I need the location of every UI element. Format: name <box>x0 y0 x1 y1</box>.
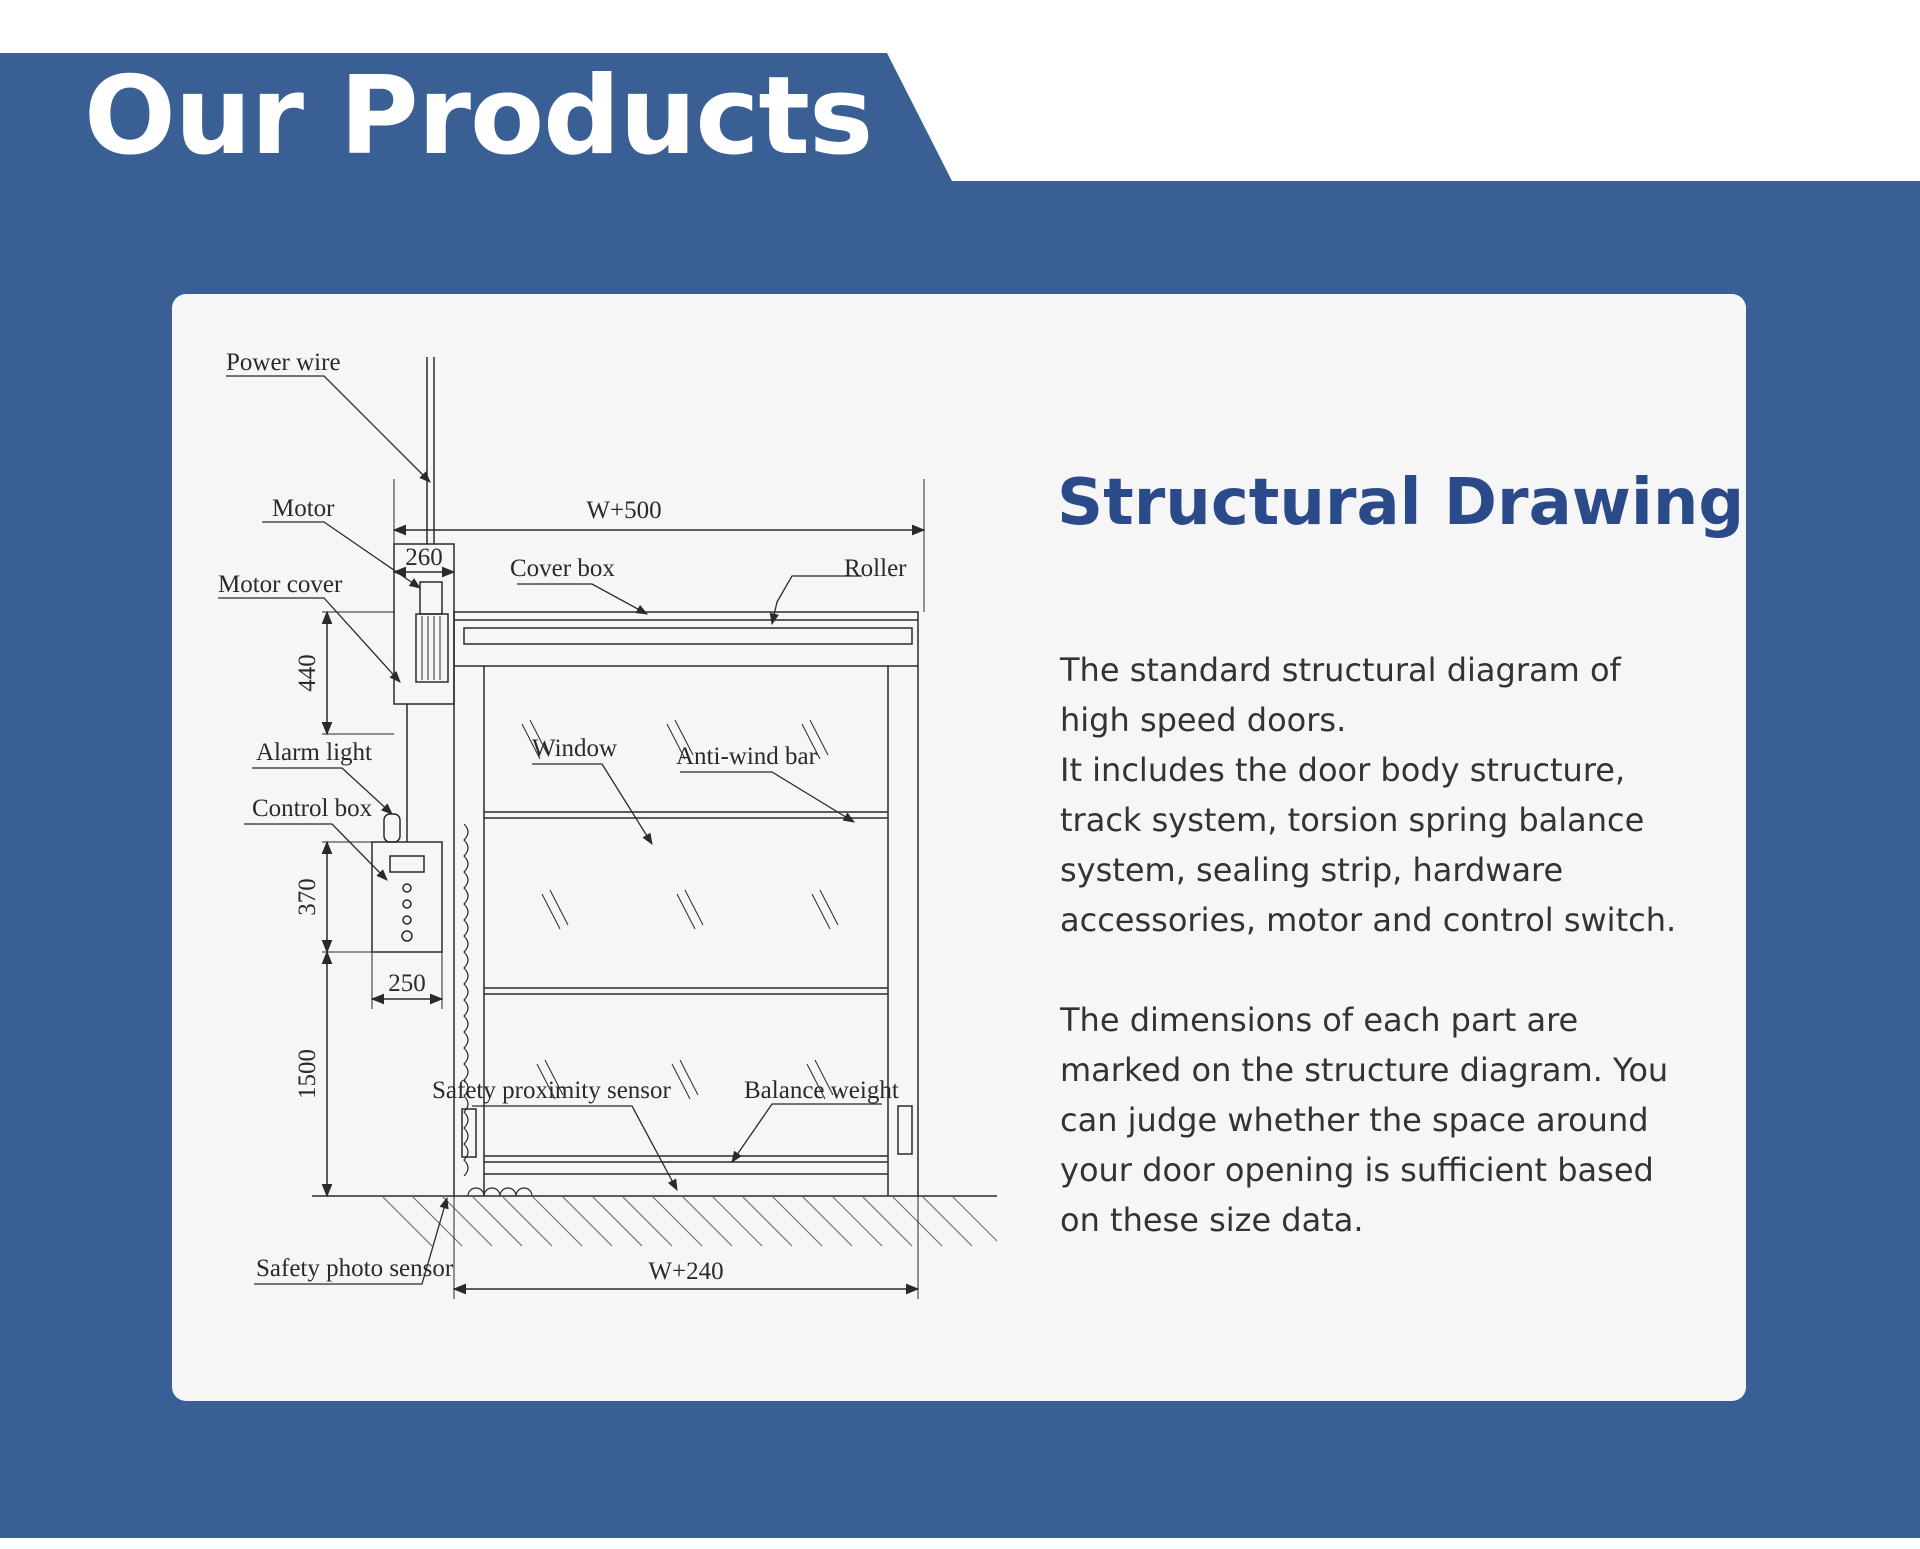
description-paragraph-1: The standard structural diagram of high … <box>1060 645 1680 945</box>
page-title: Our Products <box>84 54 873 179</box>
description-line: accessories, motor and control switch. <box>1060 901 1677 939</box>
dimension-control-box-width: 250 <box>388 970 426 997</box>
header-divider <box>0 181 1920 183</box>
description-line: The dimensions of each part are <box>1060 1001 1579 1039</box>
dimension-cover-height: 440 <box>294 654 321 692</box>
ground-hatch <box>381 1195 998 1247</box>
label-safety-photo-sensor: Safety photo sensor <box>256 1255 454 1282</box>
motor-body <box>415 613 449 683</box>
description-line: It includes the door body structure, <box>1060 751 1626 789</box>
label-anti-wind-bar: Anti-wind bar <box>676 743 818 770</box>
roller-tube <box>463 627 913 645</box>
description-line: high speed doors. <box>1060 701 1347 739</box>
label-cover-box: Cover box <box>510 555 615 582</box>
description-line: your door opening is sufficient based <box>1060 1151 1654 1189</box>
description-line: on these size data. <box>1060 1201 1364 1239</box>
header-banner <box>0 53 952 181</box>
label-power-wire: Power wire <box>226 349 341 376</box>
right-proximity-sensor <box>897 1105 913 1155</box>
description-line: can judge whether the space around <box>1060 1101 1649 1139</box>
section-title: Structural Drawing <box>1057 466 1745 540</box>
control-box <box>371 841 443 953</box>
label-motor: Motor <box>272 495 335 522</box>
label-safety-proximity-sensor: Safety proximity sensor <box>432 1077 672 1104</box>
cover-box <box>453 611 919 667</box>
description-line: marked on the structure diagram. You <box>1060 1051 1669 1089</box>
label-alarm-light: Alarm light <box>256 739 372 766</box>
motor-flange <box>419 581 443 615</box>
dimension-mount-height: 1500 <box>294 1049 321 1099</box>
description-paragraph-2: The dimensions of each part are marked o… <box>1060 995 1680 1245</box>
description-line: track system, torsion spring balance <box>1060 801 1645 839</box>
window-glare <box>521 719 839 1100</box>
description-line: system, sealing strip, hardware <box>1060 851 1564 889</box>
description-line: The standard structural diagram of <box>1060 651 1621 689</box>
seal-brush <box>463 823 469 1177</box>
dimension-motor-width: 260 <box>405 544 443 571</box>
dimension-bottom-width: W+240 <box>648 1258 723 1285</box>
structural-drawing: Power wire Motor Motor cover Cover box R… <box>218 349 998 1299</box>
label-window: Window <box>532 735 617 762</box>
dimension-top-width: W+500 <box>586 497 661 524</box>
label-balance-weight: Balance weight <box>744 1077 899 1104</box>
bottom-seal <box>467 1187 533 1197</box>
label-motor-cover: Motor cover <box>218 571 343 598</box>
alarm-light <box>383 813 401 843</box>
dimension-control-box-height: 370 <box>294 878 321 916</box>
label-roller: Roller <box>844 555 907 582</box>
label-control-box: Control box <box>252 795 373 822</box>
left-proximity-sensor <box>461 1108 477 1158</box>
product-card: Power wire Motor Motor cover Cover box R… <box>172 294 1746 1401</box>
